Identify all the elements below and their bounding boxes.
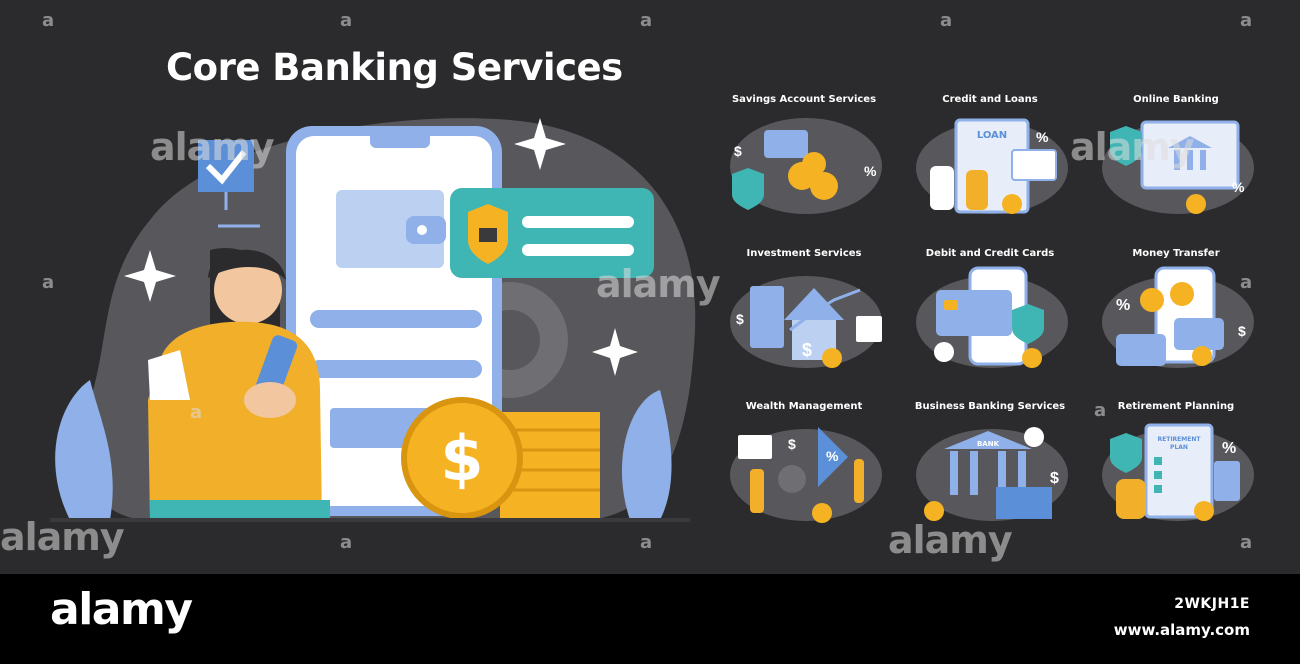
svg-text:%: % <box>1222 440 1236 457</box>
panel-money-transfer: Money Transfer % $ <box>1086 248 1266 398</box>
watermark-letter: a <box>940 10 953 31</box>
woman-character <box>148 248 330 520</box>
sparkle-icon <box>592 328 638 376</box>
panel-title: Money Transfer <box>1132 248 1220 259</box>
svg-text:$: $ <box>734 143 742 159</box>
leaf-icon <box>621 390 672 520</box>
panel-wealth-management: Wealth Management % $ <box>714 401 894 551</box>
bank-building-desk-icon: BANK $ <box>916 427 1068 521</box>
svg-text:%: % <box>826 448 839 464</box>
svg-text:$: $ <box>802 340 812 360</box>
svg-text:RETIREMENT: RETIREMENT <box>1158 436 1202 443</box>
watermark-letter: a <box>340 532 353 553</box>
sparkle-icon <box>124 250 176 302</box>
retirement-plan-icon: RETIREMENT PLAN % <box>1102 423 1254 521</box>
panel-investment-services: Investment Services $ $ <box>714 248 894 398</box>
panel-credit-and-loans: Credit and Loans LOAN % <box>900 94 1080 244</box>
watermark-letter: a <box>1240 10 1253 31</box>
hero-illustration: $ <box>50 118 696 522</box>
bank-monitor-icon: % <box>1102 120 1254 214</box>
poster: Core Banking Services <box>0 10 1266 562</box>
panel-title: Debit and Credit Cards <box>925 248 1055 259</box>
svg-text:LOAN: LOAN <box>977 130 1007 141</box>
loan-document-icon: LOAN % <box>916 118 1068 214</box>
panel-online-banking: Online Banking % <box>1086 94 1266 244</box>
panel-title: Investment Services <box>746 248 862 259</box>
image-id: 2WKJH1E <box>1174 596 1250 612</box>
site-url[interactable]: www.alamy.com <box>1113 621 1250 639</box>
panel-title: Retirement Planning <box>1117 401 1235 412</box>
panel-title: Wealth Management <box>745 401 863 412</box>
panel-retirement-planning: Retirement Planning RETIREMENT PLAN % <box>1086 401 1266 551</box>
panel-title: Online Banking <box>1133 94 1219 105</box>
svg-text:$: $ <box>1238 323 1246 339</box>
svg-text:%: % <box>1116 297 1130 314</box>
piggy-coins-shield-icon: $ % <box>730 118 882 214</box>
sparkle-icon <box>514 118 566 170</box>
svg-text:$: $ <box>440 422 483 495</box>
svg-text:%: % <box>864 163 877 179</box>
percent-presentation-icon: % $ <box>730 427 882 523</box>
password-card <box>450 188 654 278</box>
panel-debit-and-credit-cards: Debit and Credit Cards <box>900 248 1080 398</box>
phone-wallet-transfer-icon: % $ <box>1102 266 1254 368</box>
svg-text:$: $ <box>788 436 796 452</box>
svg-text:PLAN: PLAN <box>1170 444 1188 451</box>
watermark-letter: a <box>640 532 653 553</box>
check-flag-icon <box>198 140 260 228</box>
leaf-icon <box>55 380 113 520</box>
svg-text:$: $ <box>736 311 744 327</box>
footer-bar: alamy 2WKJH1E www.alamy.com <box>0 574 1300 664</box>
panel-title: Credit and Loans <box>942 94 1038 105</box>
panel-title: Business Banking Services <box>914 401 1066 412</box>
phone-card-icon <box>916 266 1068 368</box>
watermark-letter: a <box>42 10 55 31</box>
svg-text:%: % <box>1036 129 1049 145</box>
dollar-coin-icon: $ <box>401 397 523 519</box>
panel-title: Savings Account Services <box>731 94 877 105</box>
watermark-letter: a <box>340 10 353 31</box>
svg-text:BANK: BANK <box>977 440 1000 448</box>
page-title: Core Banking Services <box>166 46 623 89</box>
svg-text:$: $ <box>1050 470 1059 487</box>
alamy-logo: alamy <box>50 584 193 635</box>
watermark-letter: a <box>640 10 653 31</box>
panel-business-banking-services: Business Banking Services BANK $ <box>900 401 1080 551</box>
growth-chart-house-icon: $ $ <box>730 276 882 368</box>
svg-text:%: % <box>1232 179 1245 195</box>
panel-savings-account-services: Savings Account Services $ % <box>714 94 894 244</box>
